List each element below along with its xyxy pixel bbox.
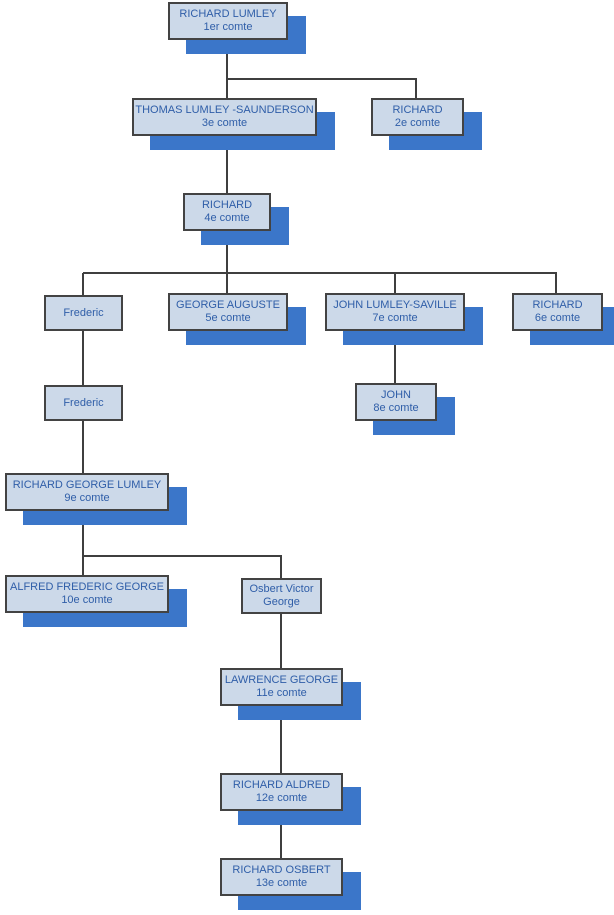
person-name: JOHN (381, 389, 411, 401)
connector-to-frederic-a (82, 273, 84, 295)
connector-osbert-to-11e (280, 614, 282, 668)
person-title: 6e comte (534, 312, 581, 324)
person-title: 2e comte (394, 117, 441, 129)
person-name: LAWRENCE GEORGE (224, 674, 339, 686)
person-name: ALFRED FREDERIC GEORGE (9, 581, 165, 593)
person-title: 11e comte (256, 687, 307, 699)
connector-to-2e (415, 79, 417, 98)
person-title: 3e comte (201, 117, 248, 129)
person-name: Frederic (63, 396, 104, 409)
connector-9e-down (82, 511, 84, 557)
person-name: RICHARD OSBERT (232, 864, 331, 876)
connector-to-7e (394, 273, 396, 293)
person-name: THOMAS LUMLEY -SAUNDERSON (135, 104, 314, 116)
connector-1er-down (226, 40, 228, 98)
person-node[interactable]: Frederic (44, 295, 123, 331)
connector-to-3e (226, 79, 228, 98)
person-name: GEORGE AUGUSTE (176, 299, 280, 311)
person-name: RICHARD ALDRED (232, 779, 331, 791)
person-node[interactable]: Frederic (44, 385, 123, 421)
connector-to-10e (82, 556, 84, 575)
person-name: RICHARD LUMLEY (179, 8, 277, 20)
person-name: Osbert Victor (249, 583, 314, 595)
connector-frederic-a-to-b (82, 331, 84, 385)
person-title: 12e comte (255, 792, 308, 804)
connector-to-osbert (280, 556, 282, 578)
person-name: JOHN LUMLEY-SAVILLE (333, 299, 457, 311)
connector-1er-fan (227, 78, 417, 80)
connector-11e-to-12e (280, 706, 282, 773)
person-title: George (263, 596, 300, 608)
person-title: 13e comte (255, 877, 308, 889)
person-name: RICHARD GEORGE LUMLEY (12, 479, 162, 491)
person-title: 8e comte (373, 402, 419, 414)
person-title: 1er comte (203, 21, 253, 33)
person-title: 9e comte (64, 492, 110, 504)
connector-12e-to-13e (280, 811, 282, 858)
person-name: RICHARD (532, 299, 583, 311)
person-title: 4e comte (204, 212, 250, 224)
connector-frederic-b-to-9e (82, 421, 84, 473)
person-title: 10e comte (61, 594, 113, 606)
connector-7e-to-8e (394, 331, 396, 383)
person-title: 5e comte (205, 312, 251, 324)
connector-9e-fan (83, 555, 282, 557)
person-name: RICHARD (392, 104, 443, 116)
person-name: RICHARD (201, 199, 253, 211)
connector-3e-to-4e (226, 136, 228, 193)
connector-to-6e (555, 273, 557, 293)
connector-to-5e (226, 273, 228, 293)
person-title: 7e comte (372, 312, 418, 324)
connector-4e-fan (83, 272, 557, 274)
connector-4e-down (226, 231, 228, 274)
person-name: Frederic (63, 306, 104, 319)
